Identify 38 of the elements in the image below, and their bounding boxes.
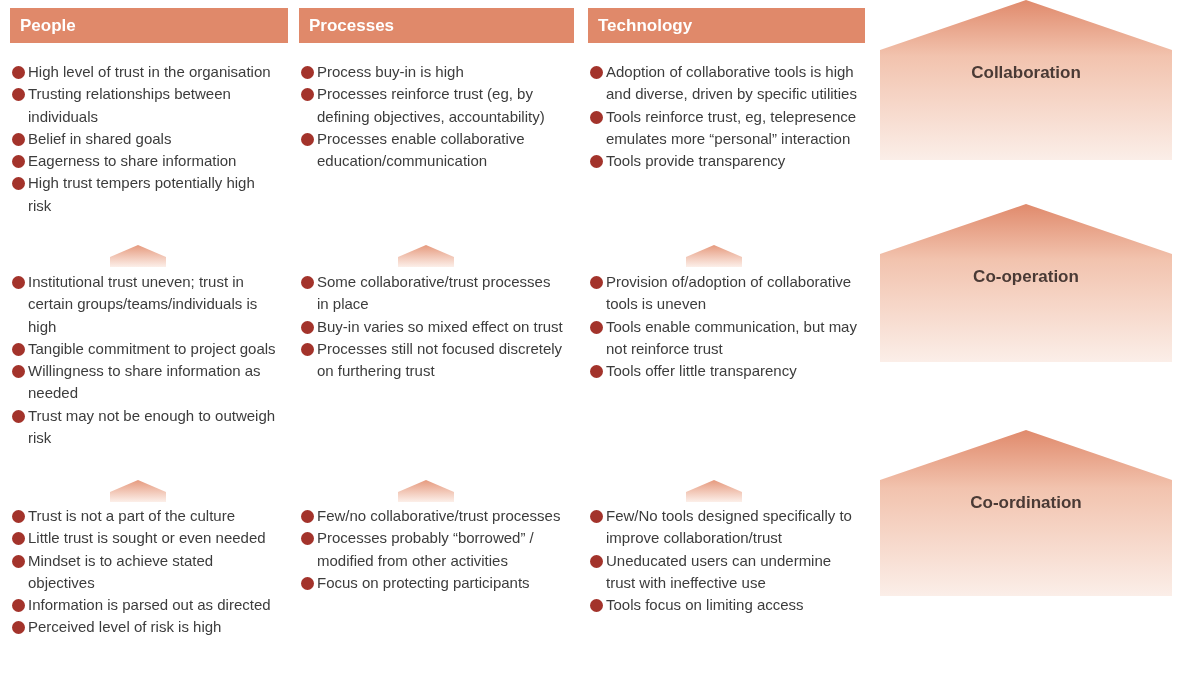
- level-label: Co-operation: [973, 267, 1079, 287]
- list-item-text: Perceived level of risk is high: [28, 618, 222, 636]
- list-item-text: Trust is not a part of the culture: [28, 507, 236, 524]
- list-item-text: Uneducated users can undermine trust with ineffective use: [606, 551, 832, 591]
- list-item-text: Provision of/adoption of collaborative tools is uneven: [606, 273, 852, 313]
- list-item-text: High trust tempers potentially high risk: [28, 174, 255, 214]
- list-item-text: Process buy-in is high: [317, 63, 464, 80]
- list-item-text: Buy-in varies so mixed effect on trust: [317, 317, 563, 335]
- list-item-text: Institutional trust uneven; trust in certain groups/teams/individuals is high: [28, 273, 258, 335]
- list-item-text: Tools enable communication, but may not reinforce trust: [606, 317, 857, 357]
- list-item-text: Processes enable collaborative education/communication: [317, 129, 525, 170]
- list-item-text: High level of trust in the organisation: [28, 63, 271, 80]
- list-item-text: Tools offer little transparency: [606, 362, 797, 380]
- list-item-text: Processes still not focused discretely on furthering trust: [317, 339, 563, 380]
- list-item-text: Processes probably “borrowed” / modified from other activities: [317, 529, 534, 569]
- list-item-text: Willingness to share information as needed: [28, 362, 261, 402]
- column-header: People: [10, 8, 288, 43]
- column-header: Processes: [299, 8, 574, 43]
- list-item-text: Trust may not be enough to outweigh risk: [28, 406, 276, 447]
- list-item-text: Information is parsed out as directed: [28, 596, 271, 614]
- list-item-text: Tangible commitment to project goals: [28, 339, 276, 357]
- list-item-text: Belief in shared goals: [28, 129, 172, 147]
- list-item-text: Few/no collaborative/trust processes: [317, 507, 561, 524]
- list-item-text: Few/No tools designed specifically to improve collaboration/trust: [606, 507, 852, 547]
- level-label: Collaboration: [971, 63, 1081, 83]
- column-header: Technology: [588, 8, 865, 43]
- list-item-text: Adoption of collaborative tools is high and diverse, driven by specific utilities: [606, 63, 857, 103]
- list-item-text: Mindset is to achieve stated objectives: [28, 551, 214, 591]
- list-item-text: Focus on protecting participants: [317, 573, 530, 591]
- list-item-text: Little trust is sought or even needed: [28, 529, 266, 547]
- list-item-text: Trusting relationships between individuals: [28, 85, 231, 125]
- list-item-text: Eagerness to share information: [28, 152, 237, 170]
- list-item-text: Some collaborative/trust processes in place: [317, 273, 551, 313]
- list-item-text: Tools focus on limiting access: [606, 596, 804, 614]
- list-item-text: Tools reinforce trust, eg, telepresence emulates more “personal” interaction: [606, 107, 857, 147]
- level-label: Co-ordination: [970, 493, 1082, 513]
- list-item-text: Tools provide transparency: [606, 152, 786, 170]
- list-item-text: Processes reinforce trust (eg, by defining objectives, accountability): [317, 85, 545, 125]
